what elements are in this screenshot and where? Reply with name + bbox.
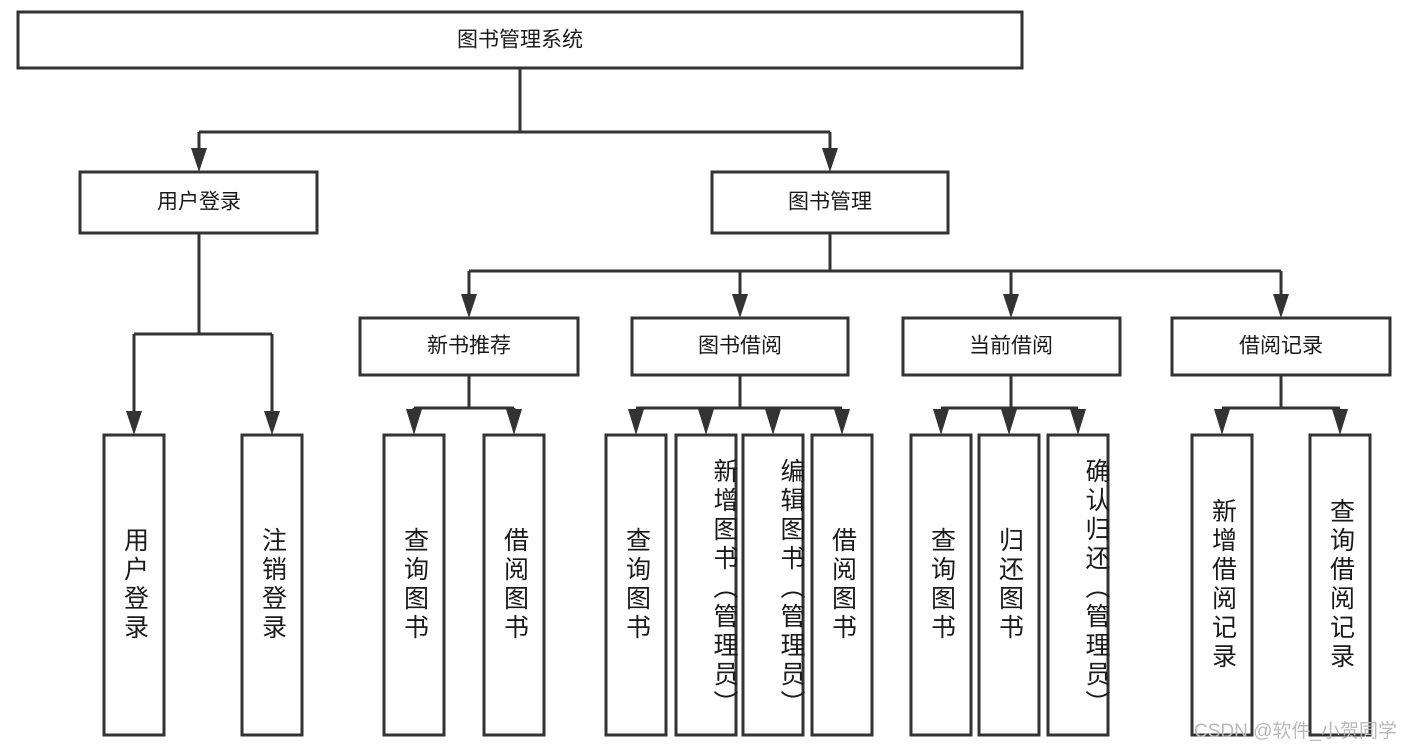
leaf-box-confirm-return-admin[interactable] — [1046, 433, 1110, 737]
node-borrow-records[interactable]: 借阅记录 — [1170, 316, 1392, 377]
arrow-borrow-leaf-3 — [765, 409, 781, 435]
node-user-login[interactable]: 用户登录 — [78, 170, 319, 235]
arrow-new-books-leaf-2 — [506, 409, 522, 435]
arrow-current-leaf-2 — [1001, 409, 1017, 435]
node-root-box[interactable] — [16, 10, 1024, 70]
arrow-new-books-leaf-1 — [406, 409, 422, 435]
node-new-book-recommend[interactable]: 新书推荐 — [358, 316, 580, 377]
node-book-borrow-label: 图书借阅 — [698, 335, 782, 358]
node-new-book-recommend-label: 新书推荐 — [427, 335, 511, 358]
arrow-records-leaf-1 — [1214, 409, 1230, 435]
connector-group-user-login — [126, 233, 280, 435]
leaf-box-user-login[interactable] — [102, 433, 166, 737]
leaf-box-add-book-admin[interactable] — [674, 433, 738, 737]
arrow-book-mgmt-to-new-books — [461, 294, 477, 318]
arrow-borrow-leaf-4 — [834, 409, 850, 435]
node-book-borrow[interactable]: 图书借阅 — [630, 316, 850, 377]
connector-group-new-books — [406, 375, 522, 435]
connector-group-current — [933, 375, 1086, 435]
arrow-user-login-leaf-2 — [264, 411, 280, 435]
leaf-boxes — [102, 433, 1372, 737]
arrow-book-mgmt-to-borrow — [732, 294, 748, 318]
node-current-borrow-label: 当前借阅 — [969, 335, 1053, 358]
arrow-user-login-leaf-1 — [126, 411, 142, 435]
node-user-login-box[interactable] — [78, 170, 319, 235]
leaf-box-edit-book-admin[interactable] — [741, 433, 805, 737]
node-new-book-recommend-box[interactable] — [358, 316, 580, 377]
arrow-root-to-book-mgmt — [822, 148, 838, 172]
arrow-book-mgmt-to-current — [1003, 294, 1019, 318]
arrow-root-to-user-login — [191, 148, 207, 172]
node-borrow-records-box[interactable] — [1170, 316, 1392, 377]
leaf-box-query-borrow-record[interactable] — [1308, 433, 1372, 737]
node-book-management-box[interactable] — [710, 170, 950, 235]
connector-group-borrow — [628, 375, 850, 435]
node-user-login-label: 用户登录 — [157, 191, 241, 214]
leaf-box-logout[interactable] — [240, 433, 304, 737]
arrow-current-leaf-3 — [1070, 409, 1086, 435]
leaf-box-add-borrow-record[interactable] — [1190, 433, 1254, 737]
node-book-management[interactable]: 图书管理 — [710, 170, 950, 235]
leaf-box-query-books-borrow[interactable] — [604, 433, 668, 737]
leaf-box-query-books-current[interactable] — [909, 433, 973, 737]
connector-group-book-mgmt — [461, 233, 1289, 318]
node-book-borrow-box[interactable] — [630, 316, 850, 377]
leaf-box-return-book[interactable] — [977, 433, 1041, 737]
arrow-records-leaf-2 — [1332, 409, 1348, 435]
node-root[interactable]: 图书管理系统 — [16, 10, 1024, 70]
node-book-management-label: 图书管理 — [788, 191, 872, 214]
node-current-borrow[interactable]: 当前借阅 — [901, 316, 1122, 377]
leaf-box-borrow-book[interactable] — [810, 433, 874, 737]
leaf-box-borrow-books-new[interactable] — [482, 433, 546, 737]
node-current-borrow-box[interactable] — [901, 316, 1122, 377]
node-root-label: 图书管理系统 — [457, 29, 583, 52]
arrow-current-leaf-1 — [933, 409, 949, 435]
arrow-book-mgmt-to-records — [1273, 294, 1289, 318]
arrow-borrow-leaf-2 — [698, 409, 714, 435]
leaf-box-query-books-new[interactable] — [382, 433, 446, 737]
connector-group-records — [1214, 375, 1348, 435]
connector-group-root — [191, 68, 838, 172]
node-borrow-records-label: 借阅记录 — [1239, 335, 1323, 358]
arrow-borrow-leaf-1 — [628, 409, 644, 435]
